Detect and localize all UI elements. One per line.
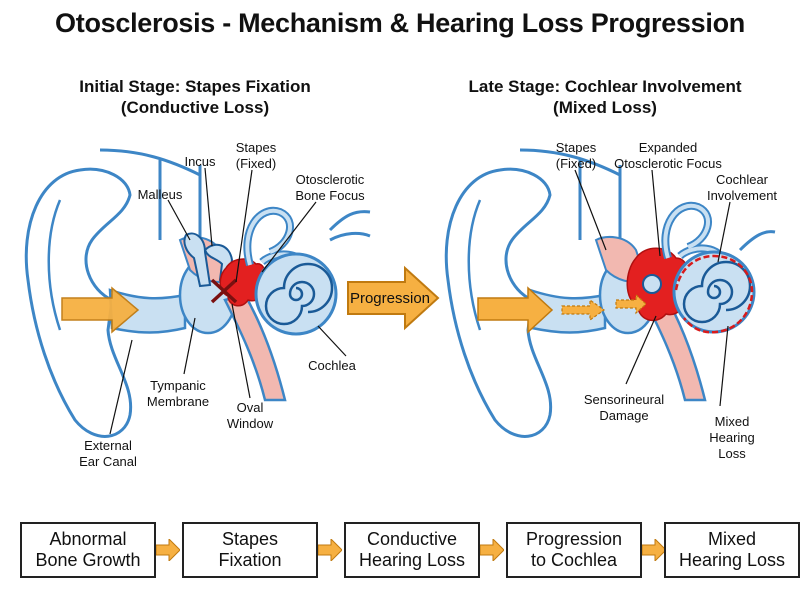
label-tympanic-line2: Membrane	[147, 394, 209, 409]
label-r-mixed-line2: Hearing	[709, 430, 755, 445]
right-panel-heading: Late Stage: Cochlear Involvement (Mixed …	[440, 76, 770, 118]
flow-step-5-line2: Hearing Loss	[678, 550, 786, 570]
flow-step-3-line1: Conductive	[366, 529, 458, 549]
right-weak-transmission-arrow	[561, 298, 606, 322]
left-ear-illustration	[24, 148, 371, 438]
label-r-cochlear-line2: Involvement	[707, 188, 777, 203]
flow-step-1-line1: Abnormal	[49, 529, 127, 549]
label-r-mixed-line3: Loss	[718, 446, 746, 461]
label-canal-line2: Ear Canal	[79, 454, 137, 469]
left-ear-canal	[108, 288, 187, 334]
label-r-sensori-line2: Damage	[599, 408, 648, 423]
right-heading-line2: (Mixed Loss)	[553, 98, 657, 117]
progression-arrow-label: Progression	[350, 290, 430, 307]
label-canal-line1: External	[84, 438, 132, 453]
flow-arrow-1	[156, 539, 180, 561]
flow-arrow-2	[318, 539, 342, 561]
flow-step-2-line1: Stapes	[221, 529, 279, 549]
flow-step-2-line2: Fixation	[218, 550, 282, 570]
left-heading-line2: (Conductive Loss)	[120, 98, 270, 117]
label-r-sensori-line1: Sensorineural	[584, 392, 664, 407]
left-malleus	[183, 232, 212, 288]
label-r-expanded-line2: Otosclerotic Focus	[614, 156, 722, 171]
sensorineural-damage-wave	[674, 254, 754, 334]
page-title: Otosclerosis - Mechanism & Hearing Loss …	[55, 8, 745, 38]
flow-step-4-line2: to Cochlea	[530, 550, 618, 570]
label-r-cochlear-line1: Cochlear	[716, 172, 769, 187]
ear-anatomy-diagram: Malleus Incus Stapes (Fixed) Otoscleroti…	[24, 140, 777, 469]
left-panel-heading: Initial Stage: Stapes Fixation (Conducti…	[30, 76, 360, 118]
label-focus-line1: Otosclerotic	[296, 172, 365, 187]
label-tympanic-line1: Tympanic	[150, 378, 206, 393]
left-eustachian-tube	[223, 293, 287, 402]
label-stapes-line1: Stapes	[236, 140, 277, 155]
right-ear-illustration	[444, 148, 776, 438]
right-sound-arrow	[477, 286, 554, 334]
left-sound-arrow	[61, 286, 140, 334]
left-stapes-fixed-x	[210, 278, 238, 304]
flow-step-1-line2: Bone Growth	[35, 550, 141, 570]
label-r-mixed-line1: Mixed	[715, 414, 750, 429]
left-heading-line1: Initial Stage: Stapes Fixation	[79, 77, 311, 96]
left-leader-lines	[109, 167, 347, 435]
label-oval-line1: Oval	[237, 400, 264, 415]
label-stapes-line2: (Fixed)	[236, 156, 276, 171]
label-incus: Incus	[184, 154, 216, 169]
right-leader-lines	[574, 169, 731, 407]
progression-arrow: Progression	[347, 265, 440, 331]
right-cochlea	[672, 250, 756, 334]
flow-arrow-4	[642, 539, 666, 561]
label-r-stapes-line1: Stapes	[556, 140, 597, 155]
label-malleus: Malleus	[138, 187, 183, 202]
flow-arrow-3	[480, 539, 504, 561]
label-oval-line2: Window	[227, 416, 274, 431]
left-cochlea	[254, 252, 338, 336]
flow-step-3-line2: Hearing Loss	[358, 550, 466, 570]
label-focus-line2: Bone Focus	[295, 188, 365, 203]
label-cochlea: Cochlea	[308, 358, 356, 373]
label-r-stapes-line2: (Fixed)	[556, 156, 596, 171]
right-heading-line1: Late Stage: Cochlear Involvement	[468, 77, 742, 96]
flow-step-5-line1: Mixed	[707, 529, 756, 549]
flow-step-4-line1: Progression	[525, 529, 623, 549]
label-r-expanded-line1: Expanded	[639, 140, 698, 155]
